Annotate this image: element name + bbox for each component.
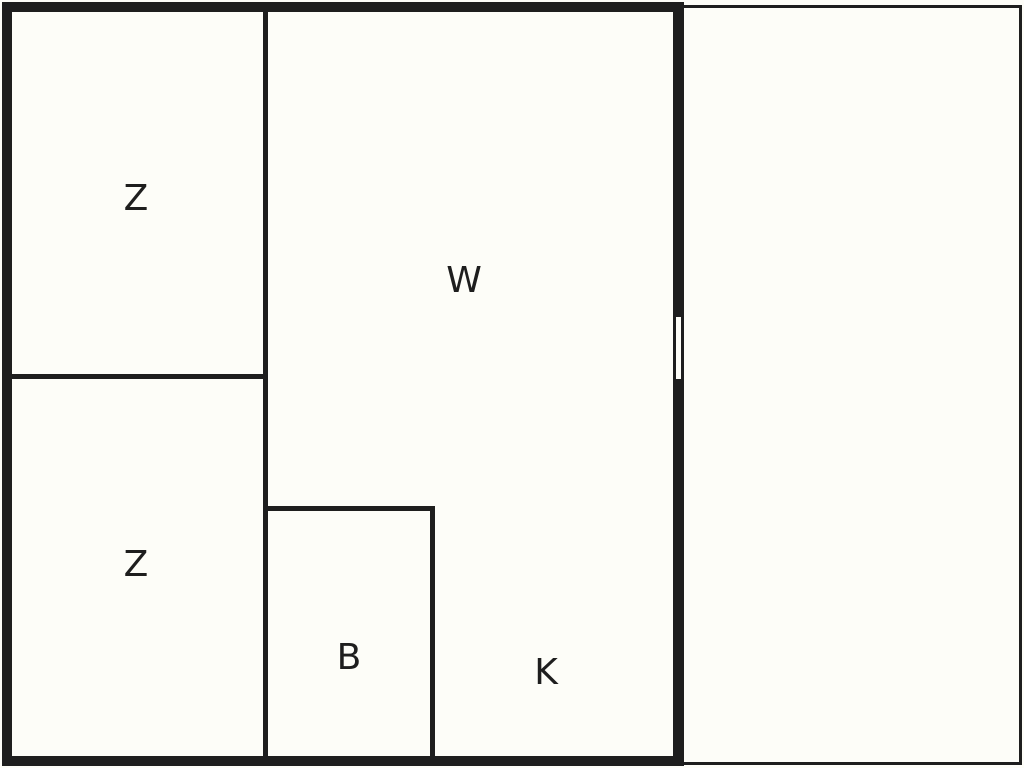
divider-horizontal-b-top: [266, 506, 435, 511]
right-pane: [680, 5, 1022, 765]
divider-vertical-left: [263, 10, 268, 760]
divider-horizontal-left: [10, 374, 266, 379]
panel-label-center-main: W: [446, 260, 482, 301]
panel-label-bottom-left: Z: [123, 544, 149, 585]
divider-vertical-b-right: [430, 506, 435, 760]
panel-label-center-lower-left: B: [336, 637, 362, 678]
frame-right-border: [673, 2, 684, 766]
frame-left-border: [2, 2, 12, 766]
frame-bottom-border: [2, 756, 684, 766]
frame-top-border: [2, 2, 684, 12]
panel-label-center-lower-right: K: [534, 652, 558, 693]
resize-handle[interactable]: [674, 315, 683, 381]
panel-label-top-left: Z: [123, 178, 149, 219]
